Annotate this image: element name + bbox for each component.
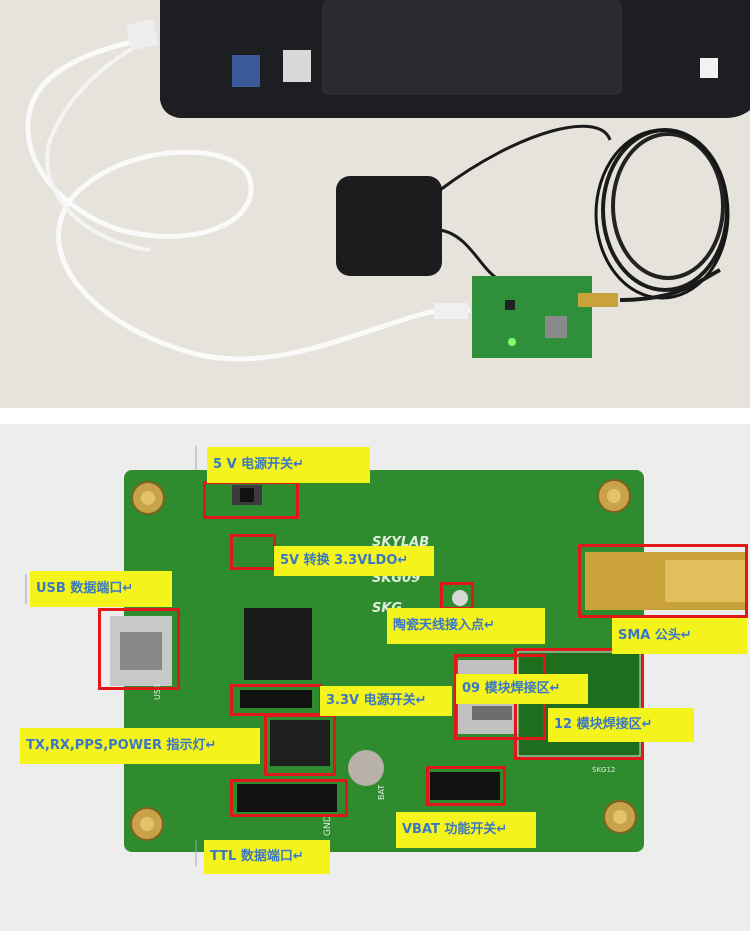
gps-antenna — [336, 176, 442, 276]
top-photo — [0, 0, 750, 408]
label-sma: SMA 公头↵ — [612, 618, 747, 654]
silk-bat: BAT — [377, 785, 386, 800]
highlight-ttl — [230, 779, 348, 817]
label-ttl-port: TTL 数据端口↵ — [204, 840, 330, 874]
highlight-usb — [98, 608, 180, 690]
highlight-5v-switch — [203, 481, 299, 519]
micro-usb-plug — [434, 303, 468, 319]
highlight-leds — [264, 714, 336, 776]
usb-plug — [125, 19, 159, 51]
sticker-2 — [283, 50, 311, 82]
label-vbat-switch: VBAT 功能开关↵ — [396, 812, 536, 848]
highlight-ldo — [230, 534, 276, 570]
silk-gnd: GND — [323, 815, 333, 836]
laptop-touchpad — [322, 0, 622, 95]
silk-usb: USB — [153, 684, 162, 700]
ic-chip — [244, 608, 312, 680]
label-ldo: 5V 转换 3.3VLDO↵ — [274, 546, 434, 576]
label-usb-port: USB 数据端口↵ — [30, 571, 172, 607]
usb-cable — [25, 35, 471, 362]
highlight-sma — [578, 544, 748, 618]
highlight-ceramic-antenna — [440, 582, 474, 610]
label-indicator-leds: TX,RX,PPS,POWER 指示灯↵ — [20, 728, 260, 764]
highlight-3v3-switch — [230, 684, 322, 716]
label-3v3-power-switch: 3.3V 电源开关↵ — [320, 686, 452, 716]
gps-board-small — [472, 276, 592, 358]
silk-skg12: SKG12 — [592, 766, 615, 774]
label-module09: 09 模块焊接区↵ — [456, 674, 588, 704]
label-module12: 12 模块焊接区↵ — [548, 708, 694, 742]
sticker-3 — [700, 58, 718, 78]
highlight-module12 — [514, 648, 644, 760]
label-5v-power-switch: 5 V 电源开关↵ — [207, 447, 370, 483]
sticker-1 — [232, 55, 260, 87]
label-ceramic-antenna: 陶瓷天线接入点↵ — [387, 608, 545, 644]
highlight-vbat — [426, 766, 506, 806]
